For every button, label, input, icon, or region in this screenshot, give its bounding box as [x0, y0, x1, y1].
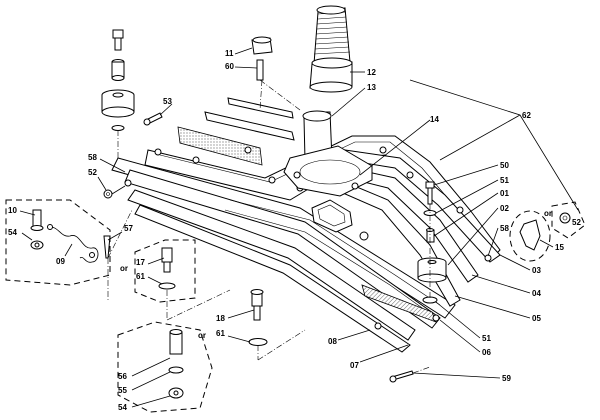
- alignment-lines: [107, 79, 306, 361]
- label-07: 07: [350, 361, 359, 370]
- label-51-top: 51: [500, 176, 509, 185]
- label-54-left: 54: [8, 228, 17, 237]
- knob-11-pin-60: [251, 36, 301, 111]
- top-left-bolt-stack: [101, 29, 135, 160]
- group-18-61: [248, 289, 268, 360]
- label-13: 13: [367, 83, 376, 92]
- screw-53: [143, 112, 163, 126]
- label-51-bottom: 51: [482, 334, 491, 343]
- bottom-left-dashed-group: [117, 321, 213, 413]
- label-02: 02: [500, 204, 509, 213]
- label-18: 18: [216, 314, 225, 323]
- label-50: 50: [500, 161, 509, 170]
- label-52-left: 52: [88, 168, 97, 177]
- label-54-bottom: 54: [118, 403, 127, 412]
- group-17-61: [134, 239, 196, 320]
- or-label-middle: or: [198, 331, 206, 340]
- label-10: 10: [8, 206, 17, 215]
- label-60: 60: [225, 62, 234, 71]
- label-03: 03: [532, 266, 541, 275]
- label-61-b: 61: [216, 329, 225, 338]
- label-17: 17: [136, 258, 145, 267]
- label-57: 57: [124, 224, 133, 233]
- or-label-right: or: [544, 209, 552, 218]
- label-58-right: 58: [500, 224, 509, 233]
- label-55: 55: [118, 386, 127, 395]
- label-56: 56: [118, 372, 127, 381]
- leader-lines: [19, 47, 579, 408]
- label-52-right: 52: [572, 218, 581, 227]
- label-14: 14: [430, 115, 439, 124]
- right-dashed-group: [509, 201, 586, 262]
- label-62: 62: [522, 111, 531, 120]
- screw-59: [389, 366, 431, 383]
- label-09: 09: [56, 257, 65, 266]
- left-dashed-group: [5, 199, 111, 300]
- part-labels: 10 54 09 57 52 58 17 61 18 61 56 55 54 5…: [8, 49, 581, 412]
- label-53: 53: [163, 97, 172, 106]
- squeegee-body: [111, 97, 501, 353]
- label-61-a: 61: [136, 272, 145, 281]
- label-05: 05: [532, 314, 541, 323]
- or-labels: or or or: [120, 209, 552, 340]
- nut-52-left: [103, 185, 126, 199]
- right-bolt-stack: [417, 181, 492, 304]
- label-58-left: 58: [88, 153, 97, 162]
- label-01: 01: [500, 189, 509, 198]
- label-06: 06: [482, 348, 491, 357]
- label-12: 12: [367, 68, 376, 77]
- label-04: 04: [532, 289, 541, 298]
- or-label-left: or: [120, 264, 128, 273]
- label-08: 08: [328, 337, 337, 346]
- label-59: 59: [502, 374, 511, 383]
- label-11: 11: [225, 49, 234, 58]
- hose-connector: [283, 5, 373, 197]
- label-15: 15: [555, 243, 564, 252]
